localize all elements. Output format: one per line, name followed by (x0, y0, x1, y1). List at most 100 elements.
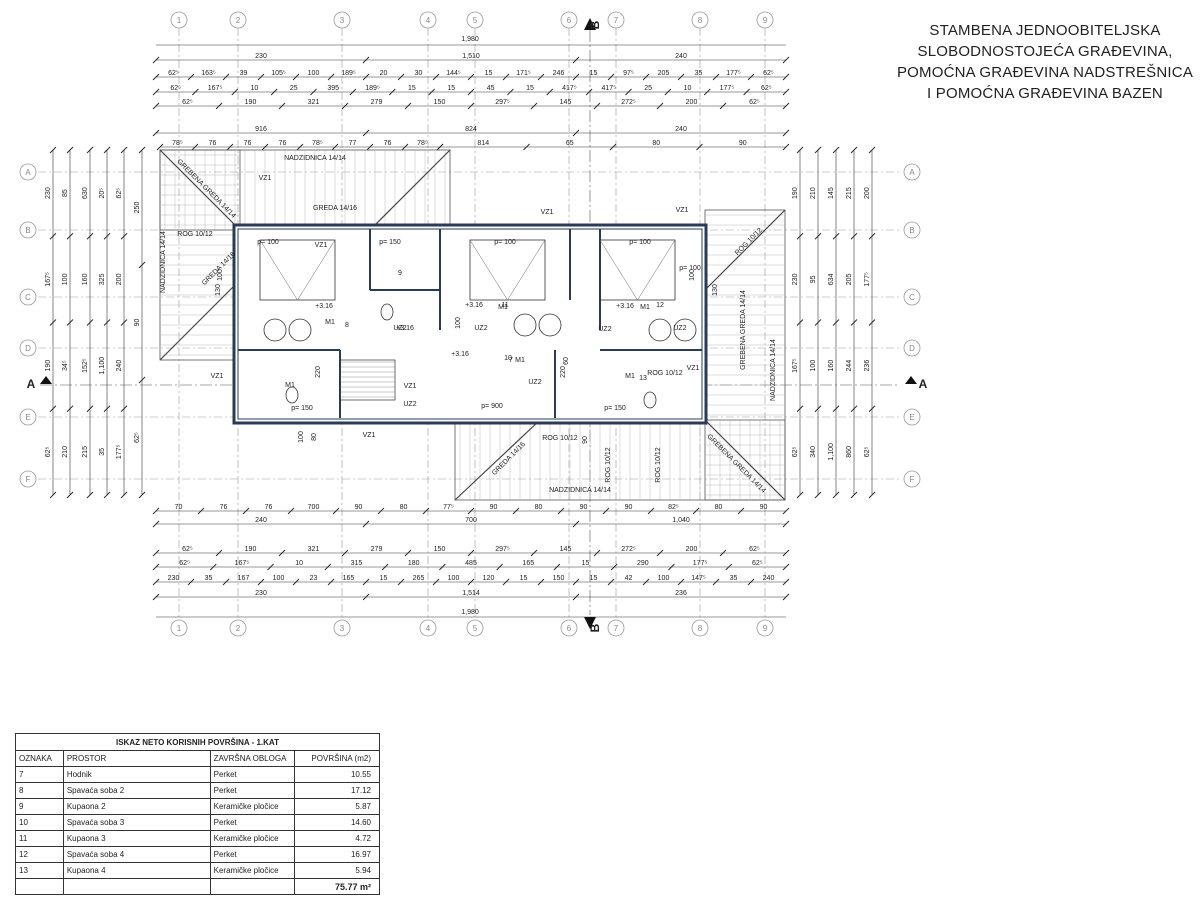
dim-text: 160 (828, 360, 835, 372)
dim-text: 177⁵ (864, 272, 871, 287)
section-arrow (584, 617, 596, 629)
dim-text: 15 (520, 575, 528, 582)
dim-text: 62⁵ (182, 546, 193, 553)
dim-text: 1,040 (672, 517, 690, 524)
dim-tick (270, 88, 278, 96)
dim-text: 272⁵ (621, 99, 636, 106)
hip-beam (369, 149, 451, 231)
dim-tick (362, 73, 370, 81)
axis-bubble (691, 619, 709, 637)
chair (513, 313, 537, 337)
dim-tick (152, 56, 160, 64)
axis-bubble (903, 339, 921, 357)
dim-tick (668, 563, 675, 571)
header-cell: POVRŠINA (m2) (293, 750, 381, 767)
dim-tick (868, 491, 876, 499)
dim-text: 1,980 (461, 609, 479, 616)
room-number: 10 (504, 355, 512, 362)
dim-text: 200 (116, 273, 123, 285)
axis-bubble (170, 11, 188, 29)
dim-text: 100 (658, 575, 670, 582)
dim-text: 630 (82, 187, 89, 199)
dim-tick (267, 563, 274, 571)
cell: Perket (209, 782, 295, 799)
axis-label: 2 (236, 624, 241, 633)
dim-tick (156, 143, 164, 151)
dim-text: 76 (220, 504, 228, 511)
dim-text: 77 (349, 140, 357, 147)
dim-tick (66, 146, 74, 154)
dim-text: 150 (553, 575, 565, 582)
title-line: SLOBODNOSTOJEĆA GRAĐEVINA, (917, 43, 1173, 60)
dim-tick (712, 73, 720, 81)
dim-tick (120, 232, 128, 240)
dim-text: 35 (205, 575, 213, 582)
axis-label: B (909, 226, 914, 235)
cell: 10 (15, 814, 64, 831)
dim-tick (278, 549, 286, 557)
opening-label: 90 (582, 436, 589, 444)
dim-tick (209, 563, 217, 571)
dim-tick (103, 405, 111, 413)
dim-text: 80 (535, 504, 543, 511)
dim-tick (796, 491, 804, 499)
dim-text: 15 (380, 575, 388, 582)
area-table-caption: ISKAZ NETO KORISNIH POVRŠINA - 1.KAT (15, 733, 380, 751)
roof-label: ROG 10/12 (177, 231, 213, 238)
dim-text: 10 (295, 560, 303, 567)
axis-label: 7 (614, 16, 619, 25)
dim-text: 205 (658, 70, 670, 77)
dim-tick (719, 102, 727, 110)
dim-tick (814, 232, 822, 240)
dim-tick (152, 88, 160, 96)
cell: 8 (15, 782, 64, 799)
axis-bubble (560, 619, 578, 637)
dim-text: 210 (62, 446, 69, 458)
axis-bubble (691, 11, 709, 29)
dim-tick (572, 129, 580, 137)
axis-bubble (19, 408, 37, 426)
chair (288, 318, 312, 342)
dim-tick (436, 143, 444, 151)
dim-text: 15 (590, 575, 598, 582)
dim-tick (782, 143, 790, 151)
dim-tick (607, 73, 615, 81)
window-label: VZ1 (363, 432, 376, 439)
roof-label: GREDA 14/16 (491, 441, 527, 477)
dim-tick (530, 549, 538, 557)
opening-label: 130 (712, 284, 719, 296)
dim-tick (850, 232, 858, 240)
toilet (643, 391, 657, 409)
dim-text: 76 (209, 140, 217, 147)
dim-tick (832, 146, 840, 154)
elevation-label: +3.16 (616, 303, 634, 310)
table-total-row: 75.77 m² (15, 878, 381, 895)
dim-text: 265 (413, 575, 425, 582)
axis-label: D (25, 344, 31, 353)
dim-tick (696, 143, 703, 151)
dim-text: 62⁵ (792, 446, 799, 457)
window-label: VZ1 (211, 373, 224, 380)
axis-label: 9 (763, 624, 768, 633)
cell: Spavaća soba 4 (62, 846, 211, 863)
dim-text: 250 (134, 202, 141, 214)
dim-text: 15 (590, 70, 598, 77)
dim-text: 1,100 (99, 357, 106, 375)
dim-text: 145 (560, 546, 572, 553)
dim-text: 145 (828, 187, 835, 199)
area-table: ISKAZ NETO KORISNIH POVRŠINA - 1.KAT OZN… (15, 733, 381, 895)
axis-bubble (19, 221, 37, 239)
axis-label: 8 (698, 16, 703, 25)
dim-tick (422, 507, 430, 515)
dim-tick (512, 507, 520, 515)
opening-label: 100 (217, 269, 224, 281)
dim-tick (725, 563, 733, 571)
dim-tick (692, 507, 700, 515)
dim-text: 167⁵ (208, 85, 223, 92)
dim-tick (49, 405, 57, 413)
dim-tick (850, 146, 858, 154)
dim-text: 189⁵ (341, 70, 356, 77)
dim-tick (296, 143, 304, 151)
